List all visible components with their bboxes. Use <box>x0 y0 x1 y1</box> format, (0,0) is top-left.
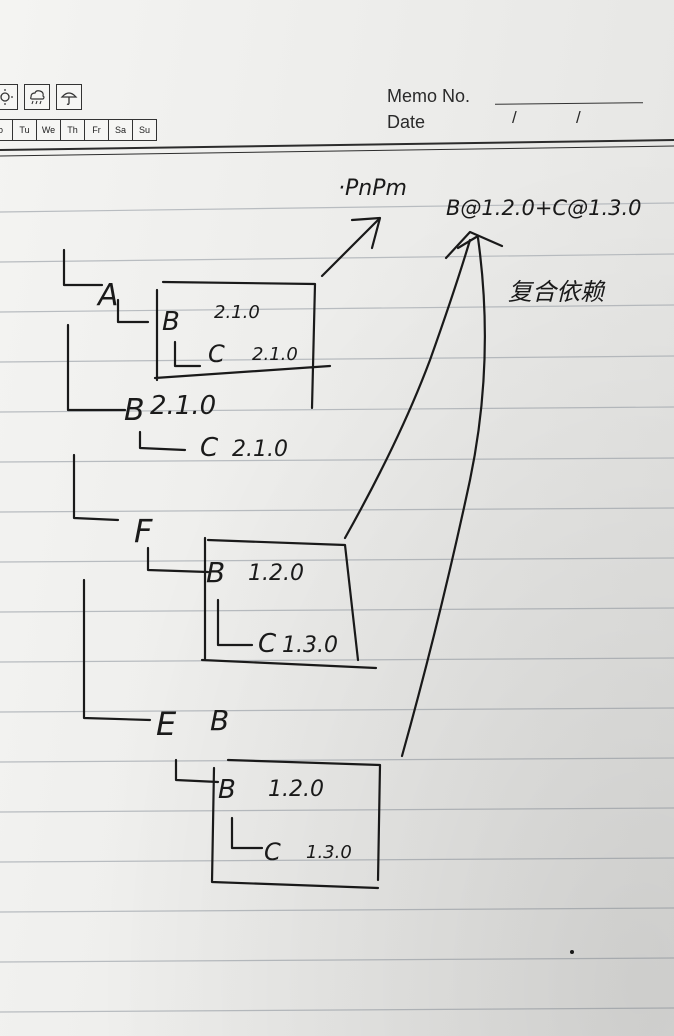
pnpm-arrow-line <box>320 218 380 278</box>
weekday-row: o Tu We Th Fr Sa Su <box>0 119 157 141</box>
node-a-label: A <box>96 278 119 313</box>
node-a-b-version: 2.1.0 <box>214 302 260 323</box>
cloud-rain-icon <box>24 84 50 110</box>
node-f-label: F <box>134 512 153 550</box>
connector-f-c <box>216 598 254 647</box>
node-e-label: E <box>156 705 177 743</box>
ink-dot <box>570 950 574 954</box>
weekday-cell: Th <box>61 120 85 140</box>
tree-connector-f-b <box>146 546 210 574</box>
box-a-children <box>153 280 332 410</box>
tree-connector-root-b <box>66 323 127 412</box>
node-root-b-label: B <box>124 393 145 428</box>
connector-e-c <box>230 816 264 850</box>
node-a-c-version: 2.1.0 <box>252 344 298 365</box>
node-root-c-label: C <box>200 433 219 463</box>
weekday-cell: We <box>37 120 61 140</box>
node-e-b-label: B <box>210 704 229 737</box>
weekday-cell: o <box>0 120 13 140</box>
date-separator: / <box>576 108 581 127</box>
node-f-c-label: C <box>258 629 277 659</box>
tree-connector-a-b <box>116 298 150 324</box>
node-f-b-version: 1.2.0 <box>248 561 304 586</box>
node-root-c-version: 2.1.0 <box>232 437 288 462</box>
shared-arrow-e <box>400 236 486 758</box>
tree-connector-root-c <box>138 430 187 452</box>
weekday-cell: Fr <box>85 120 109 140</box>
memo-label: Memo No. <box>387 86 471 106</box>
weekday-cell: Tu <box>13 120 37 140</box>
umbrella-icon <box>56 84 82 110</box>
shared-arrow-f <box>343 238 472 540</box>
tree-connector-a <box>62 248 104 287</box>
node-e-c-label: C <box>264 838 281 866</box>
tree-connector-e-b <box>174 758 220 784</box>
node-f-b-label: B <box>206 556 225 589</box>
sun-icon <box>0 84 18 110</box>
box-e-children <box>210 758 382 890</box>
weather-icons <box>0 84 82 110</box>
node-root-b-version: 2.1.0 <box>150 391 216 421</box>
reuse-label: 复合依赖 <box>508 278 606 306</box>
connector-a-c <box>173 340 202 368</box>
pnpm-label: ·PnPm <box>338 176 407 201</box>
node-f-c-version: 1.3.0 <box>282 633 338 658</box>
node-e-c-version: 1.3.0 <box>306 842 352 863</box>
shared-arrowhead <box>444 230 504 260</box>
box-f-children <box>200 536 378 670</box>
node-a-b-label: B <box>162 307 180 337</box>
tree-connector-e <box>82 578 152 722</box>
pnpm-arrowhead <box>350 216 382 250</box>
weekday-cell: Sa <box>109 120 133 140</box>
shared-dep-label: B@1.2.0+C@1.3.0 <box>446 196 642 220</box>
node-e-b-label-2: B <box>218 775 236 805</box>
date-separator: / <box>512 108 517 127</box>
tree-connector-f <box>72 453 120 522</box>
node-a-c-label: C <box>208 340 225 368</box>
weekday-cell: Su <box>138 125 150 135</box>
date-label: Date <box>387 112 426 132</box>
shared-arrowhead-mark <box>456 234 480 250</box>
node-e-b-version: 1.2.0 <box>268 777 324 802</box>
